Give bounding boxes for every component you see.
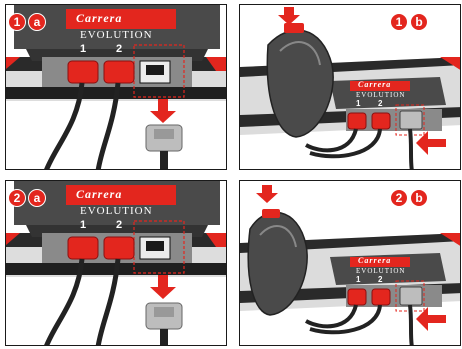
step-number-badge: 2 (390, 189, 408, 207)
panel-step-2b: 2 b Carrera EVOLUTION 1 2 (239, 180, 461, 346)
brand-logo: Carrera (358, 256, 391, 265)
step-letter-badge: b (410, 189, 428, 207)
product-label: EVOLUTION (80, 205, 153, 217)
port-2-label: 2 (116, 43, 122, 55)
step-letter-badge: a (28, 13, 46, 31)
brand-logo: Carrera (76, 187, 122, 202)
port-1-label: 1 (80, 43, 86, 55)
step-letter-badge: a (28, 189, 46, 207)
step-label: 2 a (8, 189, 46, 207)
step-number-badge: 2 (8, 189, 26, 207)
port-2-label: 2 (116, 219, 122, 231)
brand-logo: Carrera (76, 11, 122, 26)
step-number-badge: 1 (390, 13, 408, 31)
step-label: 1 b (390, 13, 428, 31)
step-label: 2 b (390, 189, 428, 207)
port-1-label: 1 (356, 275, 360, 284)
step-letter-badge: b (410, 13, 428, 31)
product-label: EVOLUTION (80, 29, 153, 41)
step-label: 1 a (8, 13, 46, 31)
product-label: EVOLUTION (356, 267, 405, 275)
port-2-label: 2 (378, 99, 382, 108)
panel-step-1a: 1 a Carrera EVOLUTION 1 2 (5, 4, 227, 170)
panel-step-1b: 1 b Carrera EVOLUTION 1 2 (239, 4, 461, 170)
port-1-label: 1 (80, 219, 86, 231)
step-number-badge: 1 (8, 13, 26, 31)
panel-step-2a: 2 a Carrera EVOLUTION 1 2 (5, 180, 227, 346)
port-1-label: 1 (356, 99, 360, 108)
product-label: EVOLUTION (356, 91, 405, 99)
port-2-label: 2 (378, 275, 382, 284)
brand-logo: Carrera (358, 80, 391, 89)
